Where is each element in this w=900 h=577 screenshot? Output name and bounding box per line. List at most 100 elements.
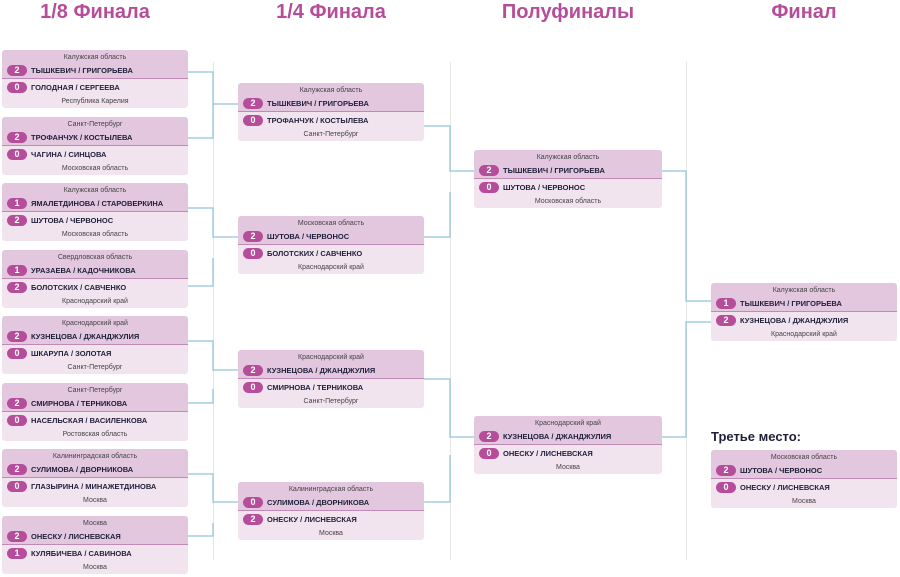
team-name: ОНЕСКУ / ЛИСНЕВСКАЯ	[740, 483, 830, 492]
team-row: Краснодарский край 2 КУЗНЕЦОВА / ДЖАНДЖУ…	[2, 316, 188, 345]
score-badge: 2	[7, 331, 27, 342]
team-region: Санкт-Петербург	[303, 398, 359, 405]
connector-line	[188, 340, 238, 371]
score-badge: 2	[479, 431, 499, 442]
score-badge: 2	[7, 65, 27, 76]
score-badge: 1	[7, 265, 27, 276]
match-sf-2: Краснодарский край 2 КУЗНЕЦОВА / ДЖАНДЖУ…	[474, 416, 662, 474]
team-name: ШУТОВА / ЧЕРВОНОС	[267, 232, 350, 241]
connector-line	[188, 523, 214, 537]
team-name: УРАЗАЕВА / КАДОЧНИКОВА	[31, 266, 136, 275]
connector-line	[188, 473, 238, 503]
team-region: Москва	[83, 497, 107, 504]
match-r16-1: Калужская область 2 ТЫШКЕВИЧ / ГРИГОРЬЕВ…	[2, 50, 188, 108]
score-badge: 2	[716, 465, 736, 476]
score-badge: 0	[243, 497, 263, 508]
team-region: Санкт-Петербург	[303, 131, 359, 138]
connector-line	[188, 207, 238, 238]
team-name: КУЛЯБИЧЕВА / САВИНОВА	[31, 549, 132, 558]
match-r16-5: Краснодарский край 2 КУЗНЕЦОВА / ДЖАНДЖУ…	[2, 316, 188, 374]
team-row: 0 БОЛОТСКИХ / САВЧЕНКО Краснодарский кра…	[238, 245, 424, 274]
team-region: Калужская область	[772, 287, 836, 294]
team-name: ТРОФАНЧУК / КОСТЫЛЕВА	[31, 133, 133, 142]
team-region: Краснодарский край	[771, 331, 837, 338]
team-row: Калининградская область 2 СУЛИМОВА / ДВО…	[2, 449, 188, 478]
team-region: Республика Карелия	[61, 98, 129, 105]
team-region: Москва	[792, 498, 816, 505]
team-region: Свердловская область	[57, 254, 133, 261]
team-row: Московская область 2 ШУТОВА / ЧЕРВОНОС	[711, 450, 897, 479]
connector-line	[188, 258, 214, 287]
score-badge: 2	[243, 231, 263, 242]
team-name: ТРОФАНЧУК / КОСТЫЛЕВА	[267, 116, 369, 125]
match-r16-3: Калужская область 1 ЯМАЛЕТДИНОВА / СТАРО…	[2, 183, 188, 241]
score-badge: 0	[243, 382, 263, 393]
team-region: Калужская область	[299, 87, 363, 94]
team-name: ШУТОВА / ЧЕРВОНОС	[740, 466, 823, 475]
team-name: БОЛОТСКИХ / САВЧЕНКО	[267, 249, 363, 258]
team-region: Калужская область	[536, 154, 600, 161]
team-region: Москва	[319, 530, 343, 537]
team-region: Калининградская область	[52, 453, 138, 460]
score-badge: 2	[7, 282, 27, 293]
team-region: Московская область	[534, 198, 602, 205]
match-final: Калужская область 1 ТЫШКЕВИЧ / ГРИГОРЬЕВ…	[711, 283, 897, 341]
score-badge: 2	[479, 165, 499, 176]
score-badge: 0	[7, 481, 27, 492]
team-row: 0 ГЛАЗЫРИНА / МИНАЖЕТДИНОВА Москва	[2, 478, 188, 507]
match-r16-6: Санкт-Петербург 2 СМИРНОВА / ТЕРНИКОВА 0…	[2, 383, 188, 441]
score-badge: 0	[7, 348, 27, 359]
match-r16-7: Калининградская область 2 СУЛИМОВА / ДВО…	[2, 449, 188, 507]
team-region: Московская область	[297, 220, 365, 227]
team-region: Москва	[556, 464, 580, 471]
connector-line	[424, 192, 451, 238]
match-qf-3: Краснодарский край 2 КУЗНЕЦОВА / ДЖАНДЖУ…	[238, 350, 424, 408]
connector-line	[188, 389, 214, 404]
team-row: 0 ШУТОВА / ЧЕРВОНОС Московская область	[474, 179, 662, 208]
match-third-place: Московская область 2 ШУТОВА / ЧЕРВОНОС 0…	[711, 450, 897, 508]
team-row: Московская область 2 ШУТОВА / ЧЕРВОНОС	[238, 216, 424, 245]
team-name: ТЫШКЕВИЧ / ГРИГОРЬЕВА	[503, 166, 605, 175]
match-sf-1: Калужская область 2 ТЫШКЕВИЧ / ГРИГОРЬЕВ…	[474, 150, 662, 208]
team-row: Калужская область 1 ЯМАЛЕТДИНОВА / СТАРО…	[2, 183, 188, 212]
team-name: ТЫШКЕВИЧ / ГРИГОРЬЕВА	[31, 66, 133, 75]
score-badge: 2	[243, 98, 263, 109]
connector-line	[662, 170, 711, 302]
team-name: ГОЛОДНАЯ / СЕРГЕЕВА	[31, 83, 120, 92]
connector-line	[424, 455, 451, 503]
team-region: Санкт-Петербург	[67, 387, 123, 394]
match-qf-1: Калужская область 2 ТЫШКЕВИЧ / ГРИГОРЬЕВ…	[238, 83, 424, 141]
team-name: ОНЕСКУ / ЛИСНЕВСКАЯ	[267, 515, 357, 524]
team-name: БОЛОТСКИХ / САВЧЕНКО	[31, 283, 127, 292]
score-badge: 2	[716, 315, 736, 326]
team-region: Московская область	[770, 454, 838, 461]
score-badge: 2	[7, 531, 27, 542]
team-row: 0 ОНЕСКУ / ЛИСНЕВСКАЯ Москва	[474, 445, 662, 474]
round-title-final: Финал	[771, 1, 837, 23]
team-name: ШКАРУПА / ЗОЛОТАЯ	[31, 349, 112, 358]
third-place-title: Третье место:	[711, 429, 802, 444]
team-region: Санкт-Петербург	[67, 364, 123, 371]
score-badge: 0	[243, 115, 263, 126]
round-title-r16: 1/8 Финала	[40, 1, 150, 23]
team-region: Калужская область	[63, 54, 127, 61]
column-divider	[450, 62, 451, 560]
team-row: Москва 2 ОНЕСКУ / ЛИСНЕВСКАЯ	[2, 516, 188, 545]
team-row: 0 ОНЕСКУ / ЛИСНЕВСКАЯ Москва	[711, 479, 897, 508]
column-divider	[213, 62, 214, 560]
team-row: Санкт-Петербург 2 ТРОФАНЧУК / КОСТЫЛЕВА	[2, 117, 188, 146]
team-name: ОНЕСКУ / ЛИСНЕВСКАЯ	[31, 532, 121, 541]
team-row: Калужская область 1 ТЫШКЕВИЧ / ГРИГОРЬЕВ…	[711, 283, 897, 312]
team-name: ГЛАЗЫРИНА / МИНАЖЕТДИНОВА	[31, 482, 157, 491]
column-divider	[686, 62, 687, 560]
connector-line	[424, 378, 474, 438]
team-row: 0 СМИРНОВА / ТЕРНИКОВА Санкт-Петербург	[238, 379, 424, 408]
team-region: Москва	[83, 564, 107, 571]
team-name: СУЛИМОВА / ДВОРНИКОВА	[267, 498, 370, 507]
connector-line	[424, 125, 474, 172]
score-badge: 0	[479, 182, 499, 193]
match-qf-4: Калининградская область 0 СУЛИМОВА / ДВО…	[238, 482, 424, 540]
team-name: ТЫШКЕВИЧ / ГРИГОРЬЕВА	[740, 299, 842, 308]
score-badge: 2	[7, 398, 27, 409]
